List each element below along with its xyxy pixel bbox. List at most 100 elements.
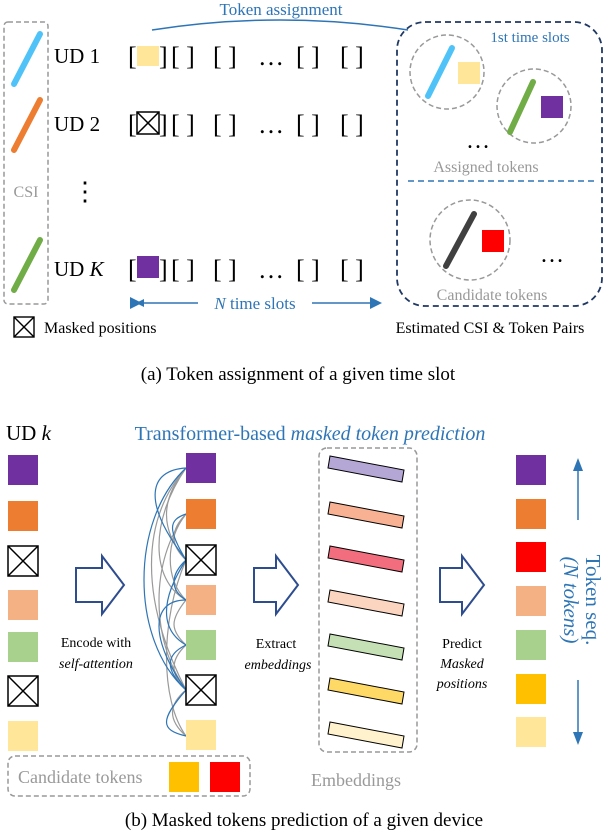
output-tokens <box>516 455 546 747</box>
slot-2: [ ] <box>171 255 195 284</box>
embeddings-box <box>318 447 418 753</box>
masked-legend-label: Masked positions <box>44 320 156 337</box>
token-purple <box>186 453 216 483</box>
encoded-tokens <box>185 453 217 750</box>
token-light-yellow <box>8 721 38 751</box>
csi-label: CSI <box>14 184 39 201</box>
embeddings-label: Embeddings <box>311 770 401 790</box>
token-light-yellow <box>186 720 216 750</box>
seq-arrow-up-head <box>573 458 583 471</box>
panel-a: CSI Token assignment UD 1 [ ] [ ] [ ] … … <box>3 0 603 385</box>
slot-ellipsis: … <box>258 42 284 71</box>
candidate-token-red <box>210 762 240 792</box>
token-green <box>8 632 38 662</box>
token-purple <box>137 256 159 278</box>
embedding-bar <box>327 721 405 749</box>
ud-row-1: UD 1 [ ] [ ] [ ] … [ ] [ ] <box>54 42 364 71</box>
slot-3: [ ] <box>213 110 237 139</box>
step1-line1: Encode with <box>61 636 131 651</box>
token-assignment-arc <box>151 19 409 31</box>
vertical-ellipsis: ⋮ <box>72 177 98 206</box>
pairs-box <box>396 21 603 307</box>
slot-3: [ ] <box>213 255 237 284</box>
slot-3: [ ] <box>213 42 237 71</box>
embedding-bar <box>327 455 405 483</box>
embedding-bar <box>327 545 405 573</box>
masked-legend-icon <box>13 316 35 338</box>
csi-line-orange <box>11 97 43 153</box>
assigned-label: Assigned tokens <box>433 159 538 176</box>
token-seq-line1: Token seq. <box>581 555 605 646</box>
step3-line3: positions <box>436 677 488 692</box>
candidate-circle <box>429 199 511 281</box>
ud-row-k: UD K [ ] [ ] [ ] … [ ] [ ] <box>54 255 364 284</box>
caption-a: (a) Token assignment of a given time slo… <box>141 364 456 385</box>
attention-curves <box>143 467 187 737</box>
csi-line-cyan <box>11 31 43 87</box>
token-seq-line2: (N tokens) <box>559 557 583 644</box>
step1-line2: self-attention <box>59 657 133 672</box>
bracket-open: [ <box>128 255 137 284</box>
panel-b: UD k Transformer-based masked token pred… <box>6 421 605 831</box>
token-yellow <box>516 674 546 704</box>
token-orange <box>186 499 216 529</box>
embedding-bar <box>327 501 405 529</box>
ud-k-label: UD k <box>6 421 52 445</box>
token-masked <box>185 674 217 706</box>
ud-row-label: UD K <box>54 257 105 281</box>
token-purple <box>8 455 38 485</box>
step3-line1: Predict <box>442 637 482 652</box>
pair-circle-1 <box>409 34 485 110</box>
bracket-close: ] <box>159 110 168 139</box>
token-peach <box>516 586 546 616</box>
embedding-bar <box>327 677 405 705</box>
token-seq-label: Token seq. (N tokens) <box>559 555 605 646</box>
candidate-tokens-label: Candidate tokens <box>18 767 142 787</box>
token-red <box>516 542 546 572</box>
bracket-close: ] <box>159 42 168 71</box>
seq-arrow-down-head <box>573 732 583 745</box>
candidate-ellipsis: … <box>540 242 564 268</box>
token-light-yellow <box>137 46 159 66</box>
token-light-yellow <box>516 717 546 747</box>
csi-line-green <box>11 237 43 293</box>
bracket-open: [ <box>128 42 137 71</box>
step3-line2: Masked <box>439 657 485 672</box>
slot-2: [ ] <box>171 42 195 71</box>
ud-row-label: UD 1 <box>54 44 100 68</box>
token-peach <box>186 585 216 615</box>
input-tokens <box>7 455 39 751</box>
step2-line1: Extract <box>256 637 297 652</box>
csi-box <box>3 21 49 305</box>
bracket-open: [ <box>128 110 137 139</box>
token-masked <box>185 544 217 576</box>
arrow-left-head <box>136 299 144 307</box>
token-masked <box>7 675 39 707</box>
step2-line2: embeddings <box>245 658 312 673</box>
candidate-tokens-box <box>7 755 251 797</box>
pair-circle-2 <box>496 68 572 144</box>
embedding-bars <box>327 455 405 749</box>
token-orange <box>516 499 546 529</box>
slot-n-1: [ ] <box>296 255 320 284</box>
token-green <box>516 630 546 660</box>
caption-b: (b) Masked tokens prediction of a given … <box>125 810 483 831</box>
token-masked <box>7 545 39 577</box>
first-slot-label: 1st time slots <box>490 30 569 46</box>
block-arrow-icon <box>253 553 300 617</box>
block-arrow-icon <box>75 553 126 617</box>
slot-n: [ ] <box>340 255 364 284</box>
time-slots-label: N time slots <box>213 294 295 313</box>
embedding-bar <box>327 589 405 617</box>
token-peach <box>8 590 38 620</box>
bracket-close: ] <box>159 255 168 284</box>
assigned-ellipsis: … <box>466 128 490 154</box>
embedding-bar <box>327 633 405 661</box>
token-assignment-label: Token assignment <box>220 0 343 19</box>
slot-n: [ ] <box>340 42 364 71</box>
ud-row-2: UD 2 [ ] [ ] [ ] … [ ] [ ] <box>54 110 364 139</box>
slot-n-1: [ ] <box>296 110 320 139</box>
candidate-token-yellow <box>169 762 199 792</box>
slot-ellipsis: … <box>258 110 284 139</box>
